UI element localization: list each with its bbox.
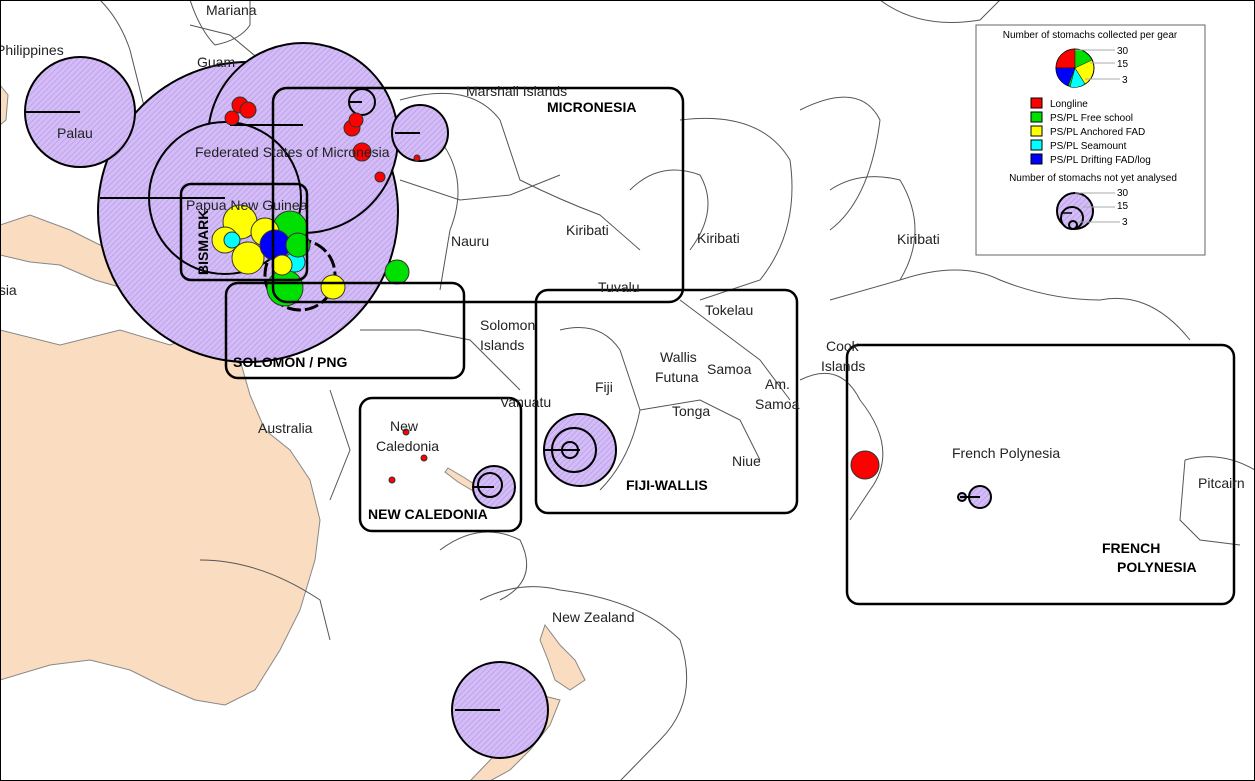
legend-item-seamount: PS/PL Seamount	[1050, 141, 1127, 152]
country-labels: Mariana Philippines Guam Palau Marshall …	[0, 2, 1245, 625]
legend-gear-items: Longline PS/PL Free school PS/PL Anchore…	[1030, 97, 1151, 166]
land-new-zealand-north	[539, 623, 586, 691]
region-labels: MICRONESIA BISMARK SOLOMON / PNG NEW CAL…	[195, 99, 1197, 575]
label-philippines: Philippines	[0, 42, 64, 58]
label-guam: Guam	[197, 54, 235, 70]
legend-item-anchored-fad: PS/PL Anchored FAD	[1050, 127, 1145, 138]
label-new-caledonia-2: Caledonia	[376, 438, 439, 454]
legend-size-15: 15	[1117, 59, 1129, 70]
region-label-micronesia: MICRONESIA	[547, 99, 636, 115]
label-french-polynesia: French Polynesia	[952, 445, 1060, 461]
label-niue: Niue	[732, 453, 761, 469]
region-label-new-caledonia: NEW CALEDONIA	[368, 506, 488, 522]
label-tonga: Tonga	[672, 403, 710, 419]
legend-size-30: 30	[1117, 46, 1129, 57]
land-philippines	[0, 84, 9, 126]
region-label-polynesia: POLYNESIA	[1117, 559, 1197, 575]
collected-symbols	[211, 96, 880, 484]
label-kiribati-1: Kiribati	[566, 222, 609, 238]
label-new-caledonia-1: New	[390, 418, 419, 434]
label-mariana: Mariana	[206, 2, 257, 18]
region-label-french: FRENCH	[1102, 540, 1160, 556]
legend-pie-symbol	[1055, 48, 1120, 88]
label-indonesia: Indonesia	[0, 282, 17, 298]
legend-collected-title: Number of stomachs collected per gear	[1003, 30, 1178, 41]
label-fiji: Fiji	[595, 379, 613, 395]
legend-circle-size-15: 15	[1117, 201, 1129, 212]
label-cook: Cook	[826, 338, 860, 354]
label-cook-islands: Islands	[821, 358, 865, 374]
label-kiribati-2: Kiribati	[697, 230, 740, 246]
legend: Number of stomachs collected per gear 30…	[975, 24, 1206, 256]
label-am-samoa-1: Am.	[765, 376, 790, 392]
region-label-fiji-wallis: FIJI-WALLIS	[626, 477, 708, 493]
region-label-solomon-png: SOLOMON / PNG	[233, 354, 347, 370]
eez-boundaries	[99, 0, 1255, 781]
label-tuvalu: Tuvalu	[598, 279, 640, 295]
region-label-bismark: BISMARK	[195, 210, 211, 275]
label-tokelau: Tokelau	[705, 302, 753, 318]
label-new-zealand: New Zealand	[552, 609, 635, 625]
legend-not-analysed-title: Number of stomachs not yet analysed	[1009, 173, 1177, 184]
label-solomon-islands: Islands	[480, 337, 524, 353]
legend-item-free-school: PS/PL Free school	[1050, 113, 1133, 124]
legend-item-longline: Longline	[1050, 99, 1088, 110]
label-am-samoa-2: Samoa	[755, 396, 800, 412]
label-wallis: Wallis	[660, 349, 697, 365]
label-futuna: Futuna	[655, 369, 699, 385]
region-boxes	[179, 86, 1236, 606]
label-vanuatu: Vanuatu	[500, 394, 551, 410]
label-fsm: Federated States of Micronesia	[195, 144, 390, 160]
label-png: Papua New Guinea	[186, 197, 308, 213]
legend-circle-size-3: 3	[1122, 217, 1128, 228]
label-australia: Australia	[258, 420, 313, 436]
legend-circle-size-30: 30	[1117, 188, 1129, 199]
label-kiribati-3: Kiribati	[897, 231, 940, 247]
legend-size-3: 3	[1122, 75, 1128, 86]
land-australia	[0, 329, 321, 706]
label-marshall-islands: Marshall Islands	[466, 83, 567, 99]
label-palau: Palau	[57, 125, 93, 141]
label-solomon: Solomon	[480, 317, 535, 333]
label-pitcairn: Pitcairn	[1198, 475, 1245, 491]
legend-item-drifting-fad: PS/PL Drifting FAD/log	[1050, 155, 1151, 166]
legend-circle-symbol	[1056, 192, 1120, 230]
label-samoa: Samoa	[707, 361, 752, 377]
label-nauru: Nauru	[451, 233, 489, 249]
